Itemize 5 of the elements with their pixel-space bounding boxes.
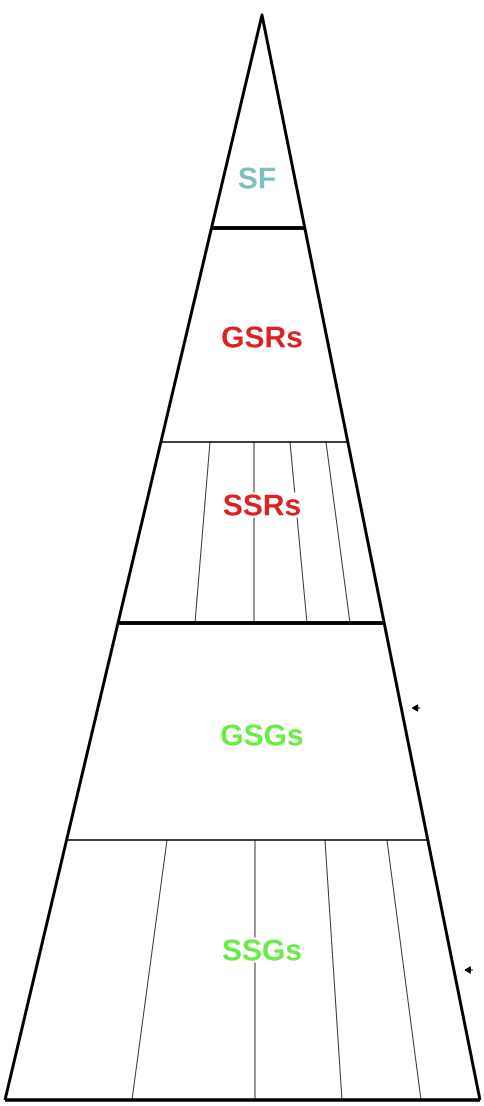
- band-label: SSGs: [220, 937, 304, 963]
- band-label: GSGs: [218, 722, 306, 748]
- band-label: GSRs: [219, 324, 305, 350]
- band-label: SF: [235, 165, 279, 191]
- band-label: SSRs: [220, 492, 304, 518]
